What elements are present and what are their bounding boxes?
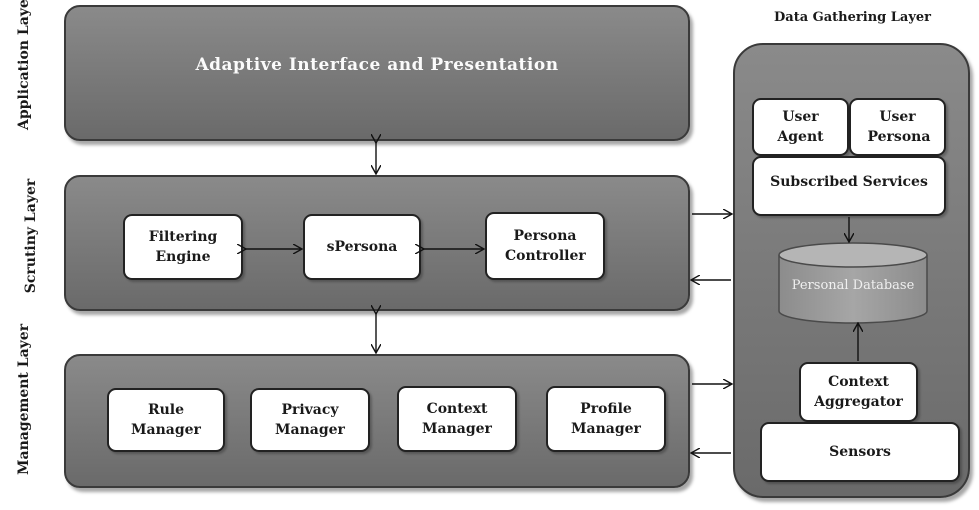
subscribed-services-label: Subscribed Services xyxy=(770,174,928,190)
persona-controller-box: Persona Controller xyxy=(485,212,605,280)
profile-manager-box: Profile Manager xyxy=(546,386,666,452)
sensors-label: Sensors xyxy=(829,444,891,460)
rule-manager-box: Rule Manager xyxy=(107,388,225,452)
application-layer-title: Adaptive Interface and Presentation xyxy=(195,55,559,75)
user-persona-box: User Persona xyxy=(849,98,946,156)
user-agent-box: User Agent xyxy=(752,98,849,156)
context-aggregator-label: Context Aggregator xyxy=(814,374,903,410)
privacy-manager-label: Privacy Manager xyxy=(275,402,345,438)
rule-manager-label: Rule Manager xyxy=(131,402,201,438)
persona-controller-label: Persona Controller xyxy=(505,228,586,264)
spersona-label: sPersona xyxy=(326,239,398,255)
context-manager-box: Context Manager xyxy=(397,386,517,452)
user-persona-label: User Persona xyxy=(867,109,931,145)
user-agent-label: User Agent xyxy=(777,109,824,145)
context-manager-label: Context Manager xyxy=(422,401,492,437)
filtering-engine-label: Filtering Engine xyxy=(148,229,218,265)
personal-database-label: Personal Database xyxy=(791,278,915,293)
context-aggregator-box: Context Aggregator xyxy=(799,362,918,422)
profile-manager-label: Profile Manager xyxy=(571,401,641,437)
application-layer: Adaptive Interface and Presentation xyxy=(64,5,690,141)
data-gathering-layer-label: Data Gathering Layer xyxy=(774,10,931,25)
privacy-manager-box: Privacy Manager xyxy=(250,388,370,452)
sensors-box: Sensors xyxy=(760,422,960,482)
subscribed-services-box: Subscribed Services xyxy=(752,156,946,216)
